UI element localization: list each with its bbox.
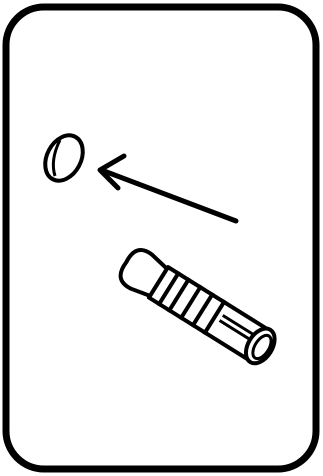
arrow-icon (97, 153, 239, 224)
hole-icon (43, 133, 85, 183)
wall-plug-icon (118, 248, 277, 366)
card-frame (2, 3, 320, 473)
